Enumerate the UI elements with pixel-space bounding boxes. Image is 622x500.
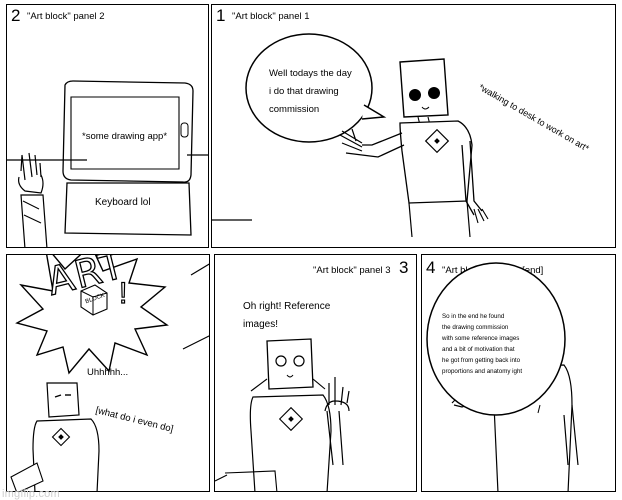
panel-4-speech-line-3: with some reference images [442, 335, 520, 342]
panel-3-speech-line-2: images! [243, 319, 279, 330]
laptop-screen-frame [62, 80, 194, 183]
panel-4: 4 "Art block" panel 4 [end] So in the en… [421, 254, 616, 492]
panel-3: 3 "Art block" panel 3 Oh right! Referenc… [214, 254, 417, 492]
panel-1-art [212, 33, 489, 238]
panel-1: 1 "Art block" panel 1 [211, 4, 616, 248]
imgflip-watermark: imgflip.com [2, 488, 60, 500]
panel-3-number: 3 [399, 258, 409, 277]
panel-4-speech-line-2: the drawing commission [442, 324, 509, 331]
panel-2-art [7, 80, 208, 247]
panel-1-speech-line-1: Well todays the day [269, 68, 352, 79]
thought-text: Uhhhhh... [87, 367, 129, 378]
panel-4-speech-line-4: and a bit of motivation that [442, 346, 515, 353]
keyboard-label: Keyboard lol [95, 197, 151, 208]
panel-2-number: 2 [11, 6, 21, 25]
panel-4-speech-line-5: he got from getting back into [442, 357, 521, 364]
panel-4-speech-bubble [426, 262, 566, 416]
block-cube [80, 284, 108, 316]
panel-3-speech-line-1: Oh right! Reference [243, 301, 331, 312]
panel-2: 2 "Art block" panel 2 *some drawing app*… [6, 4, 209, 248]
panel-1-speech-line-3: commission [269, 104, 320, 115]
art-exclaim: ! [118, 276, 128, 310]
panel-3-title: "Art block" panel 3 [313, 265, 391, 276]
panel-4-number: 4 [426, 258, 436, 277]
laptop-screen-text: *some drawing app* [82, 131, 168, 142]
panel-4-speech-line-6: proportions and anatomy ight [442, 368, 523, 375]
panel-3a: ART BLOCK ! Uhhhhh... [what do i even do… [6, 254, 210, 492]
panel-1-title: "Art block" panel 1 [232, 11, 310, 22]
panel-4-speech-line-1: So in the end he found [442, 313, 505, 320]
panel-4-art [426, 262, 579, 491]
keyboard-shape [64, 182, 192, 236]
panel-3a-art [10, 255, 209, 491]
panel-1-number: 1 [216, 6, 226, 25]
panel-1-speech-line-2: i do that drawing [269, 86, 339, 97]
panel-2-title: "Art block" panel 2 [27, 11, 105, 22]
panel-3-art [215, 338, 350, 491]
panel-1-speech-bubble [245, 33, 373, 143]
